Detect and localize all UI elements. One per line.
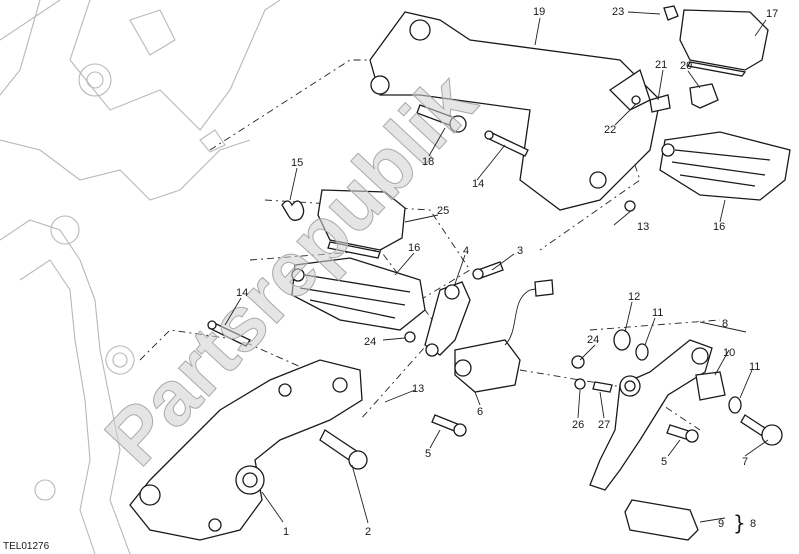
callout-13-front: 13 bbox=[412, 383, 424, 395]
front-footpeg bbox=[291, 257, 426, 331]
spring bbox=[281, 200, 305, 221]
kit-bracket-line bbox=[699, 321, 747, 333]
callout-17: 17 bbox=[766, 8, 778, 20]
callout-20: 20 bbox=[680, 60, 692, 72]
callout-1: 1 bbox=[283, 526, 289, 538]
callout-11-left: 11 bbox=[652, 307, 663, 319]
rear-footpeg-rubber bbox=[679, 9, 769, 77]
callout-9: 9 bbox=[718, 518, 724, 530]
rear-footpeg bbox=[659, 131, 791, 201]
callout-labels: 1 2 3 4 5 5 6 7 8 8 9 10 11 11 12 13 13 … bbox=[236, 6, 778, 538]
callout-21: 21 bbox=[655, 59, 667, 71]
callout-3: 3 bbox=[517, 245, 523, 257]
kit-brace: } bbox=[733, 511, 746, 535]
front-pin bbox=[207, 320, 251, 347]
shift-lever bbox=[589, 339, 713, 491]
callout-8-bottom: 8 bbox=[750, 518, 756, 530]
lever-bolt bbox=[666, 424, 699, 443]
callout-22: 22 bbox=[604, 124, 616, 136]
gear-sensor bbox=[404, 279, 554, 393]
shift-link bbox=[424, 261, 504, 357]
callout-14-rear: 14 bbox=[472, 178, 484, 190]
callout-12: 12 bbox=[628, 291, 640, 303]
callout-25: 25 bbox=[437, 205, 449, 217]
callout-24-front: 24 bbox=[364, 336, 376, 348]
motorcycle-frame bbox=[0, 0, 281, 554]
leader-lines bbox=[224, 11, 769, 524]
lever-hardware bbox=[571, 329, 783, 446]
callout-11-right: 11 bbox=[749, 361, 760, 373]
callout-7: 7 bbox=[742, 456, 748, 468]
front-footpeg-bracket bbox=[129, 359, 363, 541]
callout-2: 2 bbox=[365, 526, 371, 538]
callout-26: 26 bbox=[572, 419, 584, 431]
rear-small-parts bbox=[624, 5, 719, 212]
callout-18: 18 bbox=[422, 156, 434, 168]
callout-13-rear: 13 bbox=[637, 221, 649, 233]
callout-6: 6 bbox=[477, 406, 483, 418]
callout-16-front: 16 bbox=[408, 242, 420, 254]
sensor-bolt bbox=[431, 414, 467, 437]
callout-14-front: 14 bbox=[236, 287, 248, 299]
callout-24-lever: 24 bbox=[587, 334, 599, 346]
callout-27: 27 bbox=[598, 419, 610, 431]
callout-19: 19 bbox=[533, 6, 545, 18]
callout-23: 23 bbox=[612, 6, 624, 18]
callout-16-rear: 16 bbox=[713, 221, 725, 233]
rear-bolts bbox=[416, 104, 529, 157]
front-footpeg-rubber bbox=[317, 189, 406, 259]
callout-15: 15 bbox=[291, 157, 303, 169]
callout-5-lever-bolt: 5 bbox=[661, 456, 667, 468]
callout-5-sensor-bolt: 5 bbox=[425, 448, 431, 460]
drawing-code: TEL01276 bbox=[3, 541, 50, 552]
callout-10: 10 bbox=[723, 347, 735, 359]
rear-footpeg-bracket bbox=[369, 11, 661, 211]
lever-rubber bbox=[624, 499, 699, 541]
front-bolt bbox=[319, 429, 368, 470]
callout-8-top: 8 bbox=[722, 318, 728, 330]
callout-4: 4 bbox=[463, 245, 469, 257]
